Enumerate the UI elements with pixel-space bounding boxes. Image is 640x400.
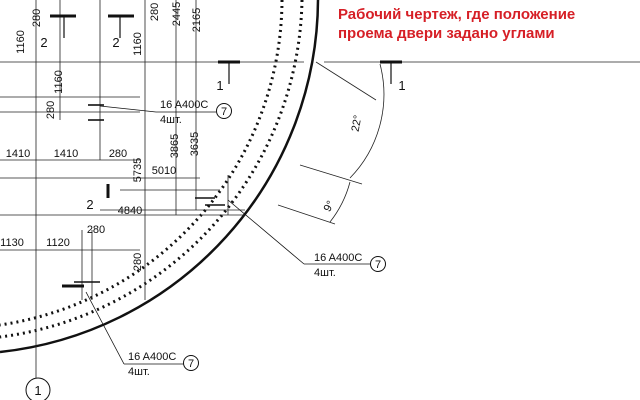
caption-line-1: Рабочий чертеж, где положение xyxy=(338,6,576,23)
dim-280-vert-low: 280 xyxy=(132,253,144,271)
callout-3-num: 7 xyxy=(188,358,194,370)
dim-4840: 4840 xyxy=(118,205,142,217)
dim-5735: 5735 xyxy=(132,158,144,182)
axis-bubble xyxy=(25,377,51,400)
angle-arc-22 xyxy=(349,63,385,179)
dim-1160-a: 1160 xyxy=(15,30,27,54)
callout-2-qty: 4шт. xyxy=(314,267,336,279)
callout-circle-3 xyxy=(183,355,199,371)
callout-3-spec: 16 A400C xyxy=(128,351,176,363)
dim-3865: 3865 xyxy=(169,134,181,158)
callout-1-num: 7 xyxy=(221,106,227,118)
dim-1120: 1120 xyxy=(46,237,70,249)
dim-1410-a: 1410 xyxy=(6,148,30,160)
section-mark-1-a: 1 xyxy=(216,78,223,93)
callout-2-num: 7 xyxy=(375,259,381,271)
dim-1410-b: 1410 xyxy=(54,148,78,160)
caption-line-2: проема двери задано углами xyxy=(338,25,555,42)
dim-5010: 5010 xyxy=(152,165,176,177)
tank-dotted-ring-outer xyxy=(0,0,304,339)
caption: Рабочий чертеж, где положение проема две… xyxy=(338,5,638,43)
leader-lines xyxy=(85,105,370,365)
callout-1-spec: 16 A400C xyxy=(160,99,208,111)
dim-3635: 3635 xyxy=(189,132,201,156)
section-markers xyxy=(50,14,402,288)
dim-1130: 1130 xyxy=(0,237,24,249)
dimension-lines xyxy=(0,0,640,378)
callout-1-qty: 4шт. xyxy=(160,114,182,126)
tank-outer-wall xyxy=(0,0,320,354)
section-arrows xyxy=(63,16,392,84)
section-mark-2-c: 2 xyxy=(86,197,93,212)
dim-1160-c: 1160 xyxy=(53,70,65,94)
callout-circle-1 xyxy=(216,103,232,119)
angle-22-label: 22° xyxy=(350,114,365,132)
dim-1160-b: 1160 xyxy=(132,32,144,56)
dim-280-top-right: 280 xyxy=(149,3,161,21)
dim-280-low: 280 xyxy=(87,224,105,236)
angle-9-label: 9° xyxy=(322,199,338,214)
section-mark-2-a: 2 xyxy=(40,35,47,50)
dim-280-mid: 280 xyxy=(45,101,57,119)
rebar-marks xyxy=(74,104,225,283)
callout-circle-2 xyxy=(370,256,386,272)
dim-2445: 2445 xyxy=(171,2,183,26)
angle-arc-9 xyxy=(329,181,351,223)
dim-280-top: 280 xyxy=(31,9,43,27)
axis-label: 1 xyxy=(34,383,41,398)
callout-3-qty: 4шт. xyxy=(128,366,150,378)
callout-2-spec: 16 A400C xyxy=(314,252,362,264)
dim-280-row: 280 xyxy=(109,148,127,160)
dim-2165: 2165 xyxy=(191,8,203,32)
section-mark-2-b: 2 xyxy=(112,35,119,50)
section-mark-1-b: 1 xyxy=(398,78,405,93)
